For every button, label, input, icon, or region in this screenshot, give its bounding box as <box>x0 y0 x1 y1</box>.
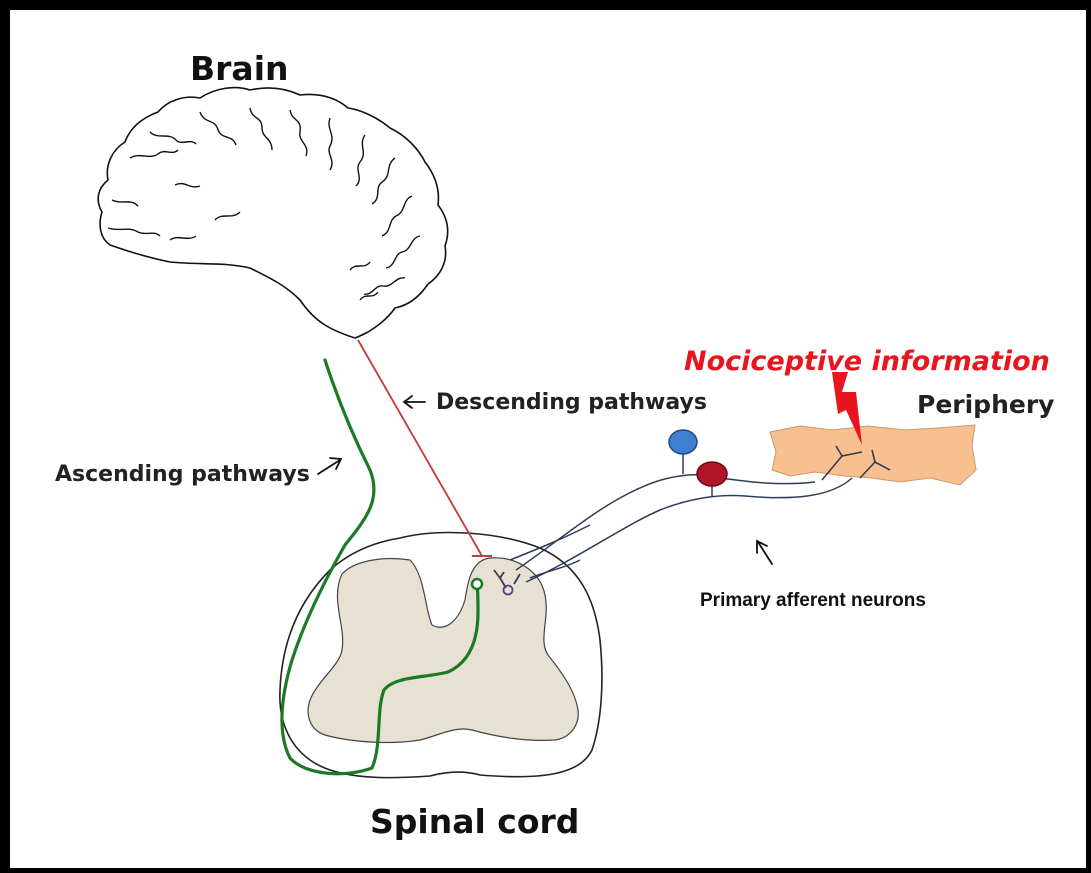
spinal-cord-label: Spinal cord <box>370 802 579 841</box>
periphery-label: Periphery <box>917 390 1054 419</box>
ascending-neuron-cell <box>472 579 482 589</box>
primary-afferent-fibers <box>510 475 852 582</box>
descending-arrow-icon <box>404 396 425 408</box>
brain-label: Brain <box>190 49 289 88</box>
pain-pathway-diagram: Brain Spinal cord Periphery Nociceptive … <box>10 10 1086 868</box>
blue-neuron-cell <box>669 430 697 454</box>
descending-pathways-label: Descending pathways <box>436 390 707 415</box>
ascending-arrow-icon <box>318 458 341 474</box>
grey-matter <box>308 558 578 743</box>
brain-sulci <box>108 108 420 300</box>
nociceptive-label: Nociceptive information <box>684 346 1050 377</box>
red-neuron-cell <box>697 462 727 486</box>
brain-outline <box>98 88 447 338</box>
primary-afferent-arrow-icon <box>757 541 772 564</box>
descending-pathway <box>358 340 482 556</box>
primary-afferent-label: Primary afferent neurons <box>700 590 926 611</box>
ascending-pathways-label: Ascending pathways <box>55 462 310 487</box>
